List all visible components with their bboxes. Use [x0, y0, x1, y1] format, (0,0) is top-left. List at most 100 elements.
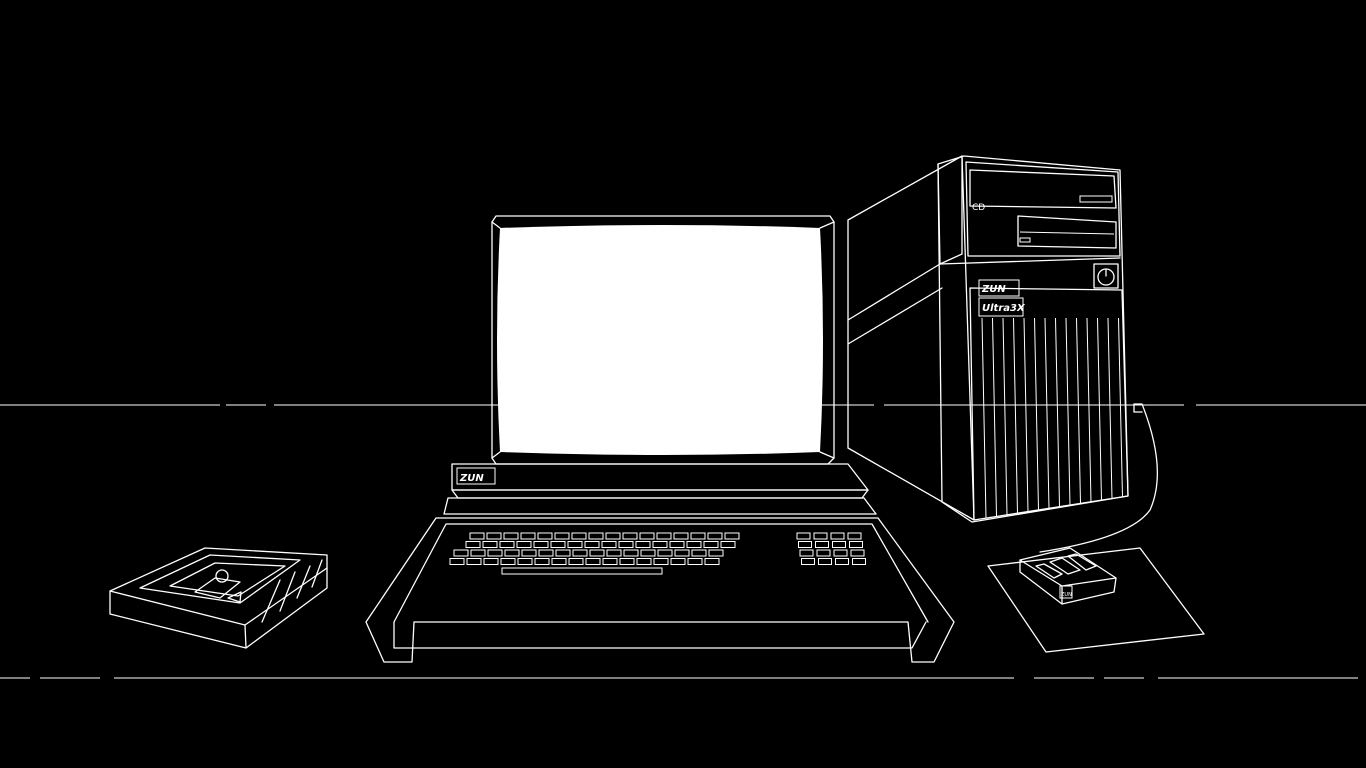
keyboard-key[interactable]: [652, 541, 668, 548]
keyboard-key[interactable]: [585, 558, 601, 565]
keyboard-key[interactable]: [674, 549, 690, 557]
mouse[interactable]: ZUN: [1019, 547, 1117, 605]
keyboard-key[interactable]: [653, 558, 669, 565]
keyboard-key[interactable]: [486, 532, 502, 540]
keyboard-key[interactable]: [465, 541, 481, 548]
spacebar-key[interactable]: [501, 567, 663, 575]
keyboard-key[interactable]: [622, 532, 638, 540]
keyboard-key[interactable]: [673, 532, 689, 540]
keyboard-key[interactable]: [623, 549, 639, 557]
numpad-key[interactable]: [818, 558, 832, 565]
numpad-key[interactable]: [815, 541, 829, 548]
keyboard-key[interactable]: [707, 532, 723, 540]
numpad-key-grid[interactable]: [796, 532, 866, 565]
tower-model-label: Ultra3X: [978, 297, 1026, 317]
keyboard-key[interactable]: [537, 532, 553, 540]
vent-slot: [981, 317, 987, 519]
keyboard-key[interactable]: [469, 532, 485, 540]
keyboard-key[interactable]: [691, 549, 707, 557]
vent-slot: [992, 317, 997, 517]
keyboard-key[interactable]: [453, 549, 469, 557]
keyboard-key[interactable]: [704, 558, 720, 565]
numpad-key[interactable]: [850, 549, 865, 557]
keyboard-key[interactable]: [470, 549, 486, 557]
keyboard-key[interactable]: [555, 549, 571, 557]
numpad-key[interactable]: [798, 541, 812, 548]
cd-drive-bay[interactable]: CD: [969, 169, 1117, 213]
keyboard-key[interactable]: [550, 541, 566, 548]
keyboard-key[interactable]: [690, 532, 706, 540]
keyboard-key[interactable]: [504, 549, 520, 557]
keyboard-key[interactable]: [520, 532, 536, 540]
keyboard-key[interactable]: [503, 532, 519, 540]
keyboard-key[interactable]: [708, 549, 724, 557]
keyboard-key[interactable]: [657, 549, 673, 557]
keyboard-key[interactable]: [669, 541, 685, 548]
keyboard-key[interactable]: [670, 558, 686, 565]
keyboard-key[interactable]: [635, 541, 651, 548]
keyboard-key[interactable]: [538, 549, 554, 557]
keyboard-key[interactable]: [572, 549, 588, 557]
power-button[interactable]: [1093, 263, 1119, 289]
keyboard-key[interactable]: [554, 532, 570, 540]
keyboard-key[interactable]: [551, 558, 567, 565]
vent-slot: [1002, 317, 1008, 515]
numpad-key[interactable]: [830, 532, 845, 540]
cassette-drive[interactable]: [109, 547, 328, 649]
numpad-key[interactable]: [801, 558, 815, 565]
keyboard-key[interactable]: [567, 541, 583, 548]
keyboard-key[interactable]: [589, 549, 605, 557]
floppy-drive-bay[interactable]: [1017, 215, 1117, 249]
keyboard-key[interactable]: [534, 558, 550, 565]
keyboard-key[interactable]: [618, 541, 634, 548]
keyboard-key[interactable]: [636, 558, 652, 565]
keyboard[interactable]: [365, 517, 955, 663]
keyboard-key[interactable]: [571, 532, 587, 540]
keyboard-key[interactable]: [517, 558, 533, 565]
keyboard-key[interactable]: [466, 558, 482, 565]
main-key-grid[interactable]: [449, 532, 740, 565]
keyboard-key[interactable]: [568, 558, 584, 565]
keyboard-key[interactable]: [516, 541, 532, 548]
keyboard-key[interactable]: [588, 532, 604, 540]
numpad-key[interactable]: [833, 549, 848, 557]
keyboard-key[interactable]: [482, 541, 498, 548]
keyboard-key[interactable]: [640, 549, 656, 557]
keyboard-key[interactable]: [656, 532, 672, 540]
numpad-key[interactable]: [849, 541, 863, 548]
svg-text:ZUN: ZUN: [981, 284, 1006, 295]
numpad-key[interactable]: [796, 532, 811, 540]
keyboard-key[interactable]: [602, 558, 618, 565]
keyboard-key[interactable]: [584, 541, 600, 548]
keyboard-key[interactable]: [499, 541, 515, 548]
vent-slot: [1055, 317, 1060, 507]
keyboard-key[interactable]: [483, 558, 499, 565]
keyboard-key[interactable]: [449, 558, 465, 565]
numpad-key[interactable]: [799, 549, 814, 557]
keyboard-key[interactable]: [601, 541, 617, 548]
vent-slot: [1107, 317, 1113, 499]
numpad-key[interactable]: [816, 549, 831, 557]
numpad-key[interactable]: [852, 558, 866, 565]
keyboard-key[interactable]: [686, 541, 702, 548]
keyboard-key[interactable]: [487, 549, 503, 557]
keyboard-key[interactable]: [639, 532, 655, 540]
keyboard-key[interactable]: [521, 549, 537, 557]
tower-vent-grille: [981, 317, 1123, 519]
vent-slot: [1086, 317, 1092, 503]
numpad-key[interactable]: [813, 532, 828, 540]
cd-drive-eject-button[interactable]: [1079, 195, 1113, 203]
keyboard-key[interactable]: [500, 558, 516, 565]
keyboard-key[interactable]: [720, 541, 736, 548]
numpad-key[interactable]: [832, 541, 846, 548]
keyboard-key[interactable]: [605, 532, 621, 540]
keyboard-key[interactable]: [533, 541, 549, 548]
numpad-key[interactable]: [847, 532, 862, 540]
keyboard-key[interactable]: [606, 549, 622, 557]
keyboard-key[interactable]: [703, 541, 719, 548]
numpad-key[interactable]: [835, 558, 849, 565]
keyboard-key[interactable]: [724, 532, 740, 540]
cd-drive-label: CD: [972, 203, 985, 213]
keyboard-key[interactable]: [619, 558, 635, 565]
keyboard-key[interactable]: [687, 558, 703, 565]
